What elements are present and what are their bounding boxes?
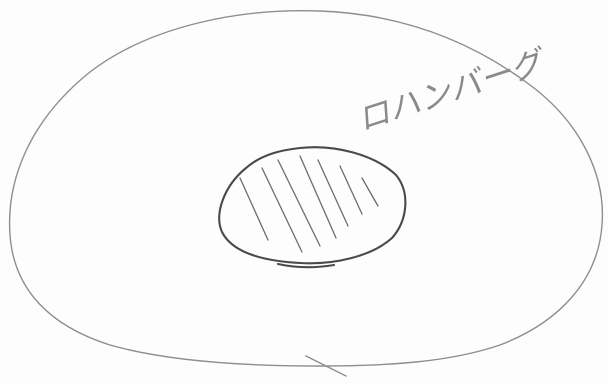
hatch-line: [278, 160, 320, 246]
hatch-line: [318, 160, 348, 226]
hatch-line: [340, 166, 362, 214]
hole-hatching: [240, 156, 378, 252]
inner-hole-tail: [278, 264, 334, 267]
hatch-line: [362, 178, 378, 206]
hamburger-label: ロハンバーグ: [353, 42, 552, 139]
hatch-line: [300, 156, 336, 238]
hatch-line: [240, 178, 268, 240]
